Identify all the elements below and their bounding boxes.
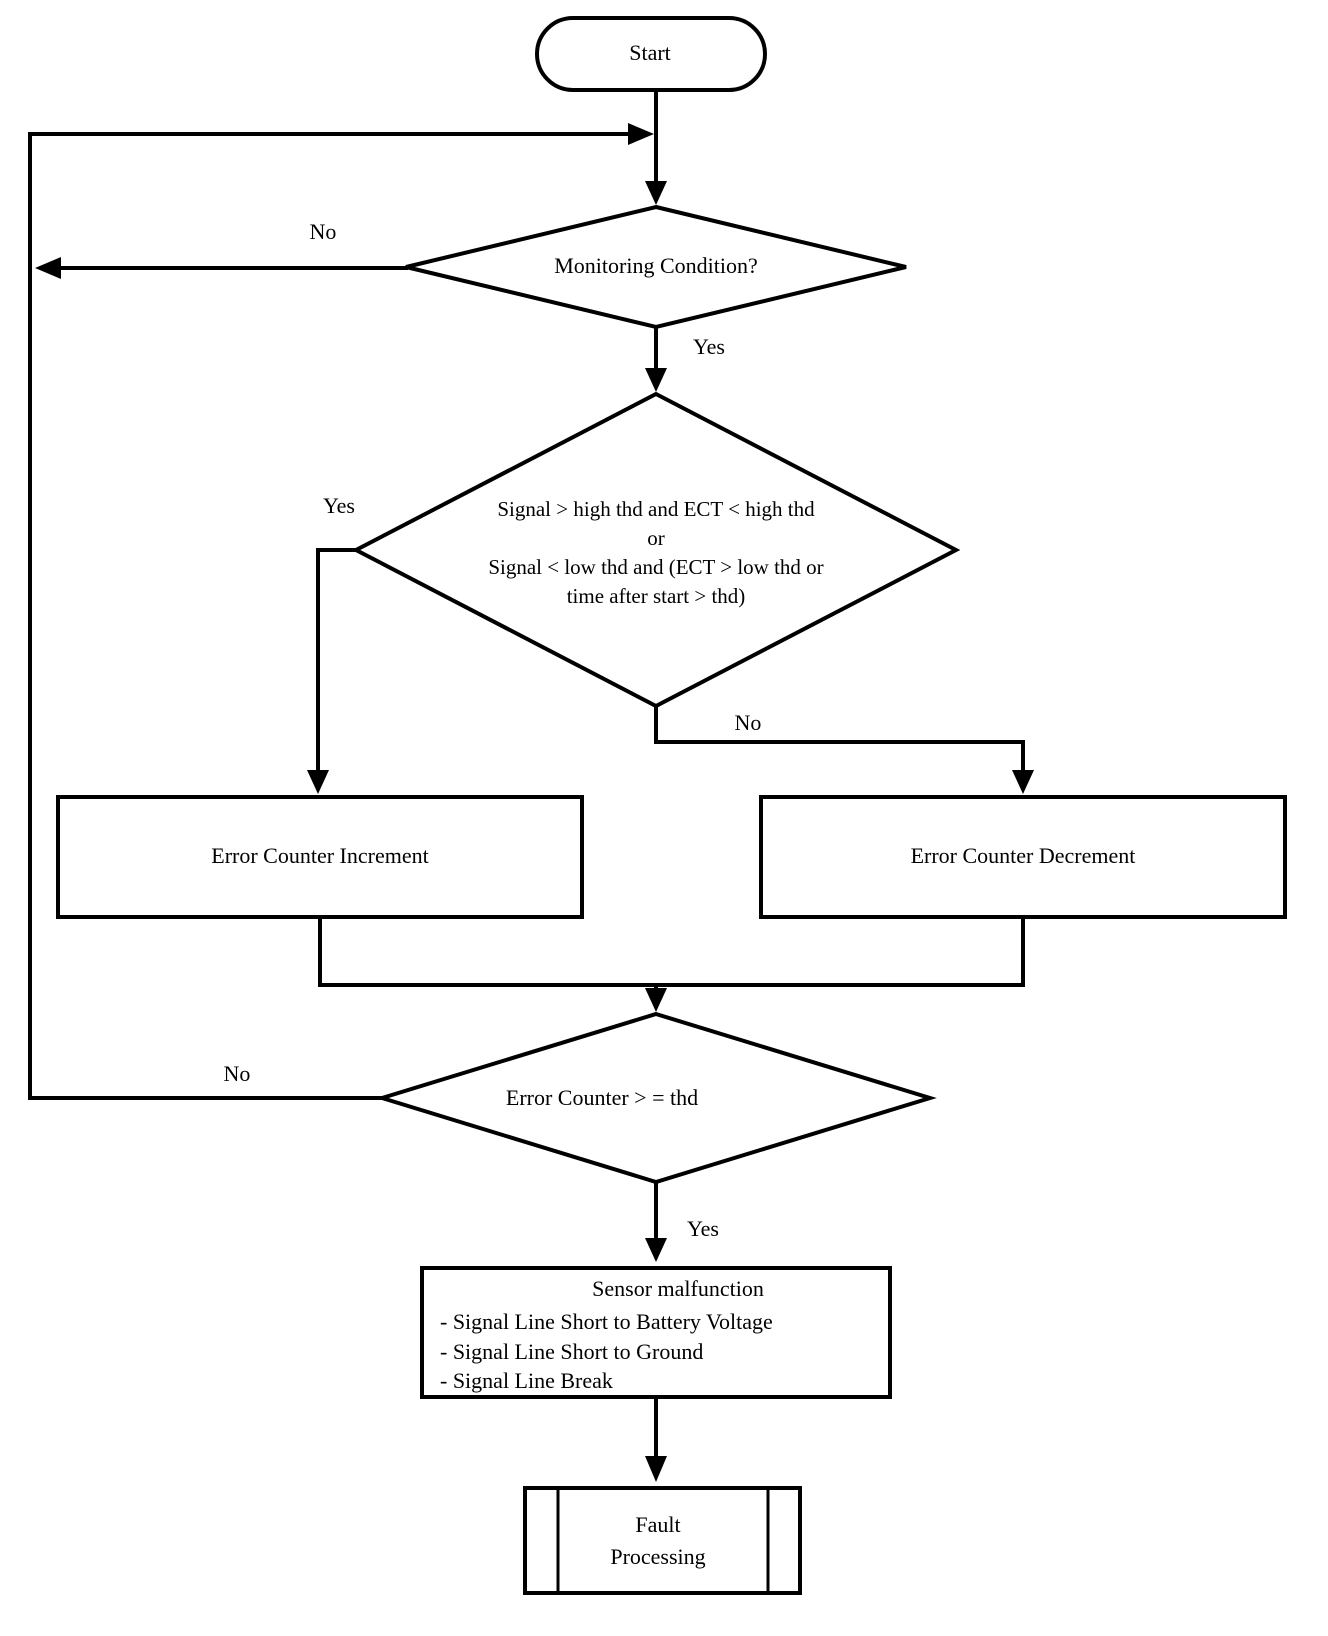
signal-condition-line1: Signal > high thd and ECT < high thd [497,497,815,521]
signal-threshold-decision: Signal > high thd and ECT < high thd or … [351,391,961,709]
malfunction-title: Sensor malfunction [592,1276,764,1301]
edge-monitoring-no [35,257,408,279]
malfunction-item-3: - Signal Line Break [440,1368,613,1393]
arrowhead-left-icon [35,257,61,279]
arrowhead-down-icon [1012,770,1034,794]
edge-signal-no [654,704,1034,794]
fault-label-line2: Processing [610,1544,705,1569]
monitoring-label: Monitoring Condition? [554,253,758,278]
threshold-diamond-shape [375,1011,937,1185]
malfunction-box-shape [420,1266,892,1399]
malfunction-item-1: - Signal Line Short to Battery Voltage [440,1309,773,1334]
malfunction-item-2: - Signal Line Short to Ground [440,1339,703,1364]
signal-yes-line [316,548,358,774]
start-shape [535,16,767,92]
fault-box-shape [523,1486,802,1595]
edge-loop-return [28,123,654,1100]
arrowhead-down-icon [645,988,667,1012]
arrowhead-down-icon [645,368,667,392]
error-counter-increment-process: Error Counter Increment [56,795,584,919]
label-threshold-yes: Yes [687,1216,719,1241]
label-signal-yes: Yes [323,493,355,518]
edge-malfunction-to-fault [645,1395,667,1482]
signal-no-line [654,704,1025,774]
loop-return-line [28,132,632,1100]
edge-monitoring-yes [645,325,667,392]
label-threshold-no: No [224,1061,251,1086]
arrowhead-right-icon [628,123,654,145]
label-signal-no: No [735,710,762,735]
increment-box-shape [56,795,584,919]
edge-start-to-monitoring [645,88,667,205]
edge-merge-to-threshold [318,915,1025,1012]
edge-threshold-yes [645,1180,667,1262]
edge-signal-yes [307,548,358,794]
signal-condition-line3: Signal < low thd and (ECT > low thd or [488,555,823,579]
decrement-label: Error Counter Decrement [911,843,1136,868]
arrowhead-down-icon [645,1456,667,1482]
start-node: Start [535,16,767,92]
arrowhead-down-icon [307,770,329,794]
fault-label-line1: Fault [635,1512,680,1537]
start-label: Start [629,40,671,65]
error-counter-threshold-decision: Error Counter > = thd [375,1011,937,1185]
arrowhead-down-icon [645,1238,667,1262]
threshold-label: Error Counter > = thd [506,1085,698,1110]
decrement-box-shape [759,795,1287,919]
label-monitoring-no: No [310,219,337,244]
signal-condition-line2: or [647,526,665,550]
monitoring-condition-decision: Monitoring Condition? [405,204,907,330]
fault-processing-node: Fault Processing [523,1486,802,1595]
monitoring-diamond-shape [405,204,907,330]
increment-label: Error Counter Increment [211,843,428,868]
signal-condition-line4: time after start > thd) [567,584,746,608]
merge-connector-line [318,915,1025,987]
label-monitoring-yes: Yes [693,334,725,359]
arrowhead-down-icon [645,181,667,205]
error-counter-decrement-process: Error Counter Decrement [759,795,1287,919]
sensor-malfunction-process: Sensor malfunction - Signal Line Short t… [420,1266,892,1399]
signal-diamond-shape [351,391,961,709]
